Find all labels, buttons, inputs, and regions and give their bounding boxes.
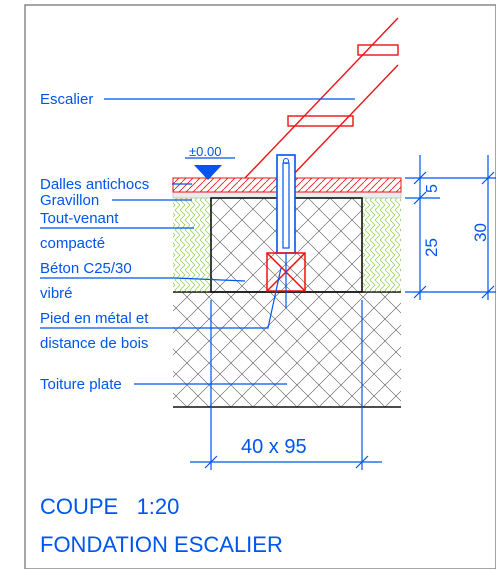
dim-label-30: 30: [471, 223, 490, 242]
compacted-fill-right: [362, 198, 401, 292]
dim-label-25: 25: [422, 238, 441, 257]
label-pied-2: distance de bois: [40, 335, 148, 352]
label-escalier: Escalier: [40, 91, 93, 108]
dim-tick-5: [481, 285, 495, 299]
leader-beton-continued: [175, 277, 246, 282]
leader-pied: [176, 267, 282, 329]
dim-tick-2: [413, 191, 427, 205]
label-gravillon: Gravillon: [40, 192, 99, 209]
label-beton-1: Béton C25/30: [40, 260, 132, 277]
dim-tick-4: [481, 171, 495, 185]
title-line-1: COUPE 1:20: [40, 494, 179, 519]
post-bolt: [283, 158, 289, 164]
level-label: ±0.00: [189, 144, 221, 159]
label-dalles: Dalles antichocs: [40, 176, 149, 193]
dim-label-5: 5: [424, 184, 441, 193]
dim-tick-3: [413, 285, 427, 299]
drawing-frame: [24, 4, 496, 569]
dim-label-width: 40 x 95: [241, 436, 307, 458]
label-tout-venant-2: compacté: [40, 235, 105, 252]
stair-stringer: [244, 17, 399, 179]
dim-tick-left: [204, 455, 218, 469]
roof-layer: [173, 292, 401, 407]
label-beton-2: vibré: [40, 285, 73, 302]
label-tout-venant-1: Tout-venant: [40, 210, 119, 227]
label-pied-1: Pied en métal et: [40, 310, 149, 327]
dim-tick-right: [355, 455, 369, 469]
label-toiture: Toiture plate: [40, 376, 122, 393]
metal-foot-post: [276, 154, 296, 254]
dim-tick-1: [413, 171, 427, 185]
compacted-fill-left: [173, 198, 211, 292]
title-line-2: FONDATION ESCALIER: [40, 532, 283, 557]
level-marker: [185, 157, 235, 180]
